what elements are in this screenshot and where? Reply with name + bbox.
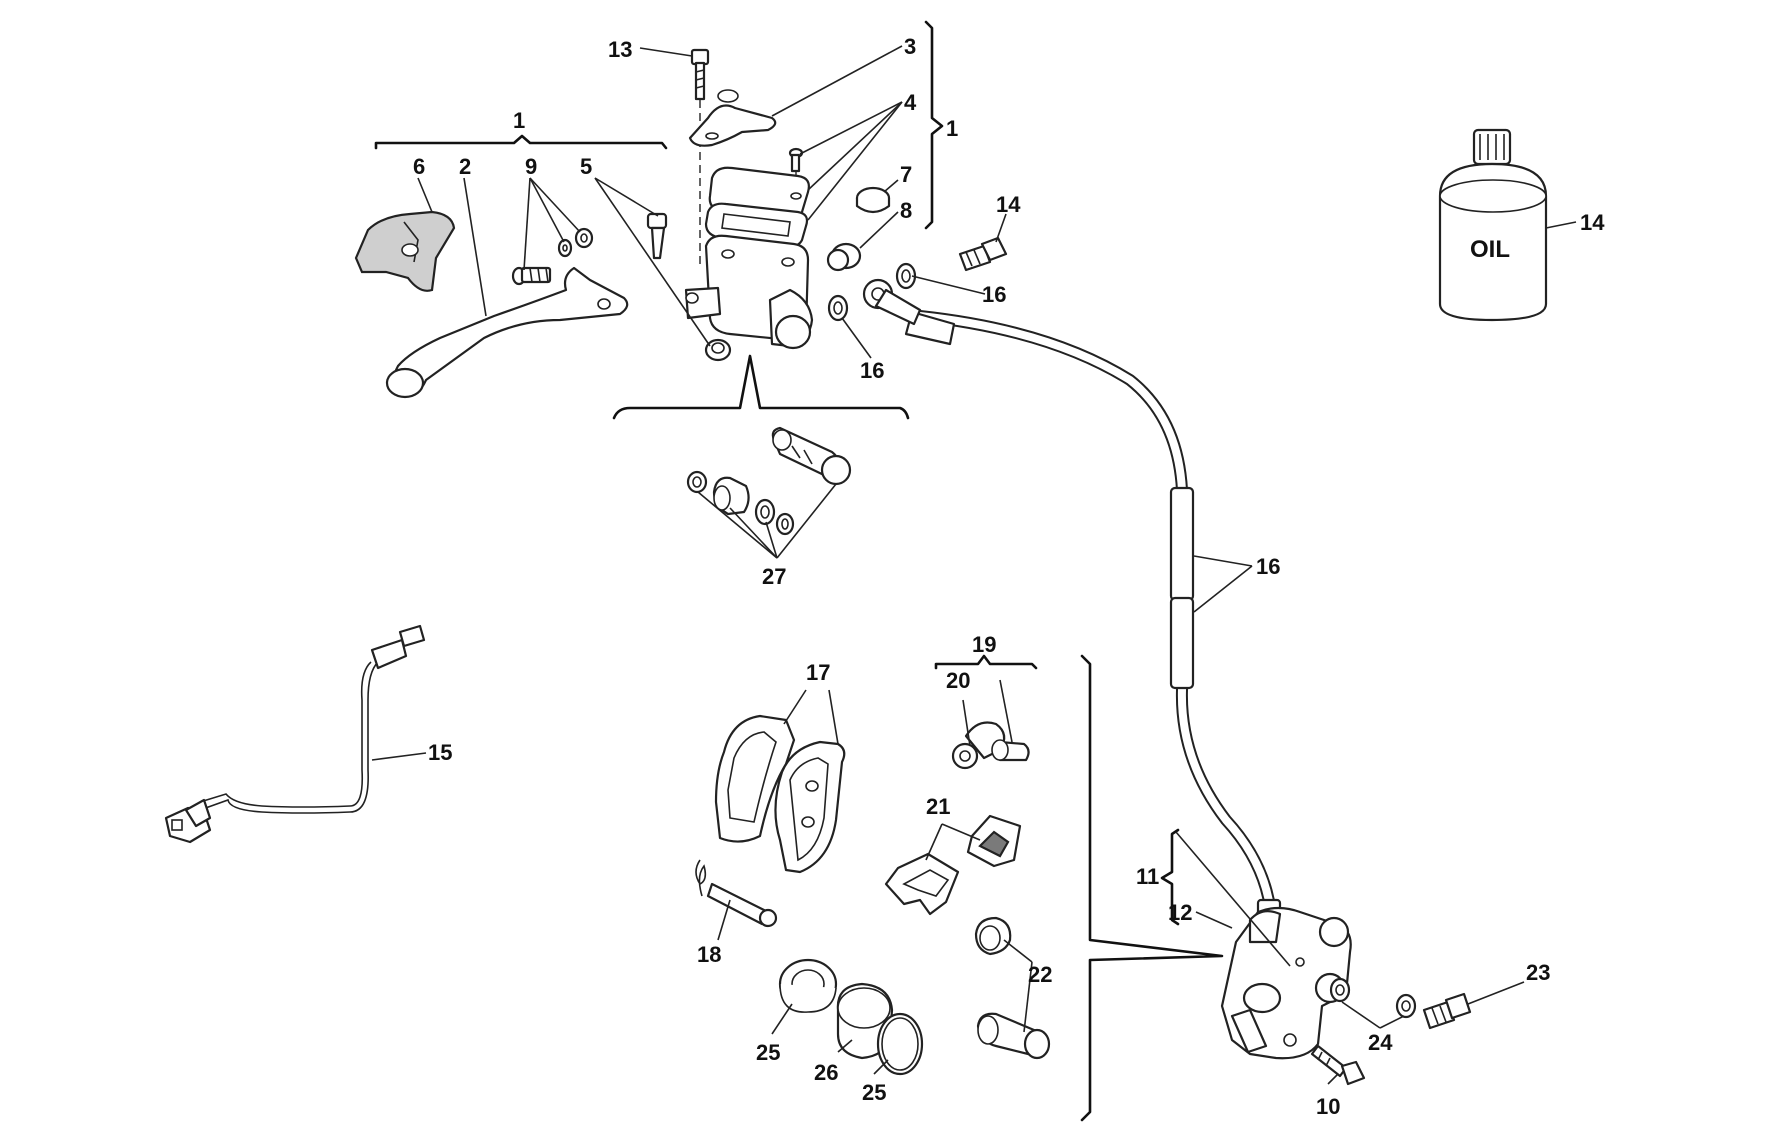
lever-group-bracket (374, 134, 668, 150)
callout-8: 8 (900, 198, 912, 223)
master-cylinder-bracket (612, 354, 910, 420)
callout-25-a: 25 (756, 1040, 780, 1065)
part-25-o-ring (876, 1012, 924, 1076)
callout-13: 13 (608, 37, 632, 62)
part-7-washer (855, 186, 891, 214)
callout-26: 26 (814, 1060, 838, 1085)
part-8-plug (826, 242, 862, 272)
part-16-sleeve-lower (1169, 596, 1195, 690)
part-16-washer-lower (827, 294, 849, 322)
part-12-brake-caliper (1220, 906, 1352, 1060)
callout-19: 19 (972, 632, 996, 657)
leader-lines (371, 20, 1577, 1085)
part-13-bolt (690, 48, 710, 101)
callout-17: 17 (806, 660, 830, 685)
part-22-caliper-bushing (974, 916, 1012, 956)
upper-banjo-fitting (862, 278, 956, 346)
part-24-washer-a (1329, 977, 1351, 1003)
part-21-pad-spring (884, 814, 1022, 916)
callout-3: 3 (904, 34, 916, 59)
part-27-piston-kit (686, 426, 852, 536)
callout-15: 15 (428, 740, 452, 765)
caliper-kit-bracket (1080, 654, 1224, 1122)
callout-12: 12 (1168, 900, 1192, 925)
callout-16-a: 16 (982, 282, 1006, 307)
part-19-group-bracket (934, 654, 1038, 670)
callout-23: 23 (1526, 960, 1550, 985)
callout-6: 6 (413, 154, 425, 179)
part-24-washer-b (1395, 993, 1417, 1019)
part-16-sleeve-upper (1169, 486, 1195, 602)
callout-1-left: 1 (513, 108, 525, 133)
part-18-pad-pin (695, 859, 778, 928)
part-17-brake-pads (714, 714, 846, 874)
master-cylinder-body (684, 234, 814, 350)
part-5-nut (704, 338, 732, 362)
part-9-washer (557, 238, 573, 258)
part-3-clamp (688, 104, 777, 147)
callout-22: 22 (1028, 962, 1052, 987)
callout-11: 11 (1136, 864, 1159, 889)
callout-27: 27 (762, 564, 786, 589)
part-9-nut (574, 227, 594, 249)
part-5-pivot-bolt (646, 212, 668, 260)
part-20-bleeder-valve (951, 721, 1030, 770)
part-25-dust-seal (778, 958, 838, 1013)
part-14-banjo-bolt (958, 236, 1008, 272)
callout-4: 4 (904, 90, 917, 115)
callout-10: 10 (1316, 1094, 1340, 1119)
callout-20: 20 (946, 668, 970, 693)
oil-bottle-label: OIL (1470, 236, 1510, 263)
callout-1-right: 1 (946, 116, 958, 141)
callout-14-oil: 14 (1580, 210, 1605, 235)
part-9-screw (511, 266, 552, 286)
callout-labels: 13 3 4 1 1 6 2 9 5 7 8 14 16 16 14 27 16… (413, 34, 1605, 1119)
callout-5: 5 (580, 154, 592, 179)
callout-14-bolt: 14 (996, 192, 1021, 217)
lever-group (354, 134, 668, 399)
callout-2: 2 (459, 154, 471, 179)
callout-16-b: 16 (860, 358, 884, 383)
part-4-screw (788, 147, 804, 173)
part-15-brake-light-switch (164, 624, 426, 844)
part-22-pin-bushing (976, 1012, 1051, 1060)
part-23-banjo-bolt (1422, 992, 1472, 1030)
callout-16-c: 16 (1256, 554, 1280, 579)
part-14-oil-bottle: OIL (1438, 128, 1548, 322)
master-cylinder-group (612, 48, 910, 420)
callout-21: 21 (926, 794, 950, 819)
callout-18: 18 (697, 942, 721, 967)
callout-7: 7 (900, 162, 912, 187)
part-16-washer-upper (895, 262, 917, 290)
part-10-caliper-bolt (1310, 1044, 1366, 1086)
part-11-bracket (1160, 828, 1180, 926)
callout-9: 9 (525, 154, 537, 179)
callout-24: 24 (1368, 1030, 1393, 1055)
callout-25-b: 25 (862, 1080, 886, 1105)
